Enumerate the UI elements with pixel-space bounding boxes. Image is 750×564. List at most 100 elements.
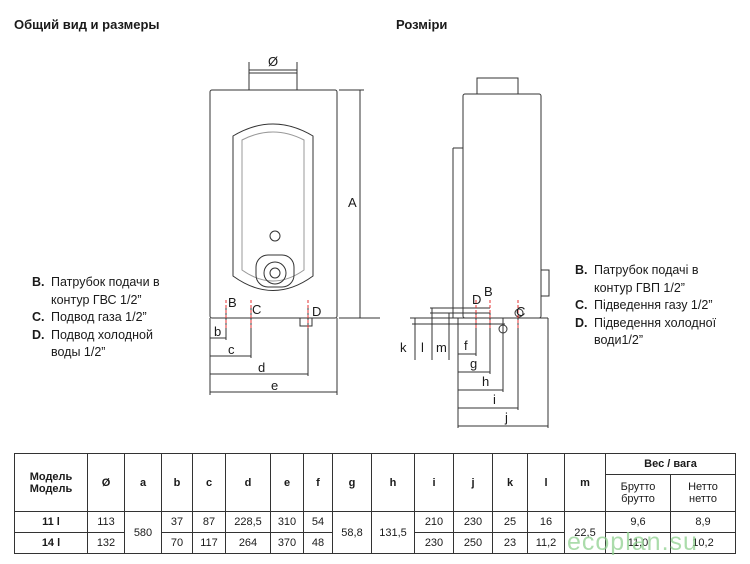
cell: 37 xyxy=(161,511,193,533)
legend-key: B. xyxy=(575,263,588,277)
cell: 113 xyxy=(87,511,125,533)
watermark: ecoplan.su xyxy=(567,528,698,556)
legend-key: B. xyxy=(32,275,45,289)
col-header: e xyxy=(270,453,304,512)
pipe-b-side-label: B xyxy=(484,284,493,299)
page-title: Общий вид и размеры xyxy=(14,17,160,32)
technical-drawing: Ø A B C D b c d e D B C k l m f g h i j xyxy=(209,54,550,428)
col-header: b xyxy=(161,453,193,512)
col-header: j xyxy=(453,453,493,512)
cell: 48 xyxy=(303,532,333,554)
model-cell: 14 l xyxy=(14,532,88,554)
dimension-l-label: l xyxy=(421,340,424,355)
cell: 58,8 xyxy=(332,511,372,554)
legend-text: Подвод газа 1/2” xyxy=(51,310,147,324)
cell: 580 xyxy=(124,511,162,554)
cell: 228,5 xyxy=(225,511,271,533)
legend-item: B. Патрубок подачі в контур ГВП 1/2” xyxy=(575,262,735,297)
cell: 117 xyxy=(192,532,226,554)
height-dimension xyxy=(339,89,380,319)
legend-ua: B. Патрубок подачі в контур ГВП 1/2” C. Пі… xyxy=(575,262,735,350)
legend-key: C. xyxy=(32,310,45,324)
col-header: k xyxy=(492,453,528,512)
legend-text: Патрубок подачи в контур ГВС 1/2” xyxy=(51,275,160,307)
table-row: 11 l 113 580 37 87 228,5 310 54 58,8 131… xyxy=(14,511,736,554)
cell: 132 xyxy=(87,532,125,554)
page-title-ua: Розміри xyxy=(396,17,448,32)
cell: 131,5 xyxy=(371,511,415,554)
side-dimensions xyxy=(414,308,549,428)
model-cell: 11 l xyxy=(14,511,88,533)
side-view xyxy=(410,77,550,334)
legend-item: C. Підведення газу 1/2” xyxy=(575,297,735,315)
dimension-g-label: g xyxy=(470,356,477,371)
dimension-j-label: j xyxy=(504,410,508,425)
dimension-d-label: d xyxy=(258,360,265,375)
legend-text: Патрубок подачі в контур ГВП 1/2” xyxy=(594,263,699,295)
cell: 16 xyxy=(527,511,565,533)
legend-item: D. Підведення холодної води1/2” xyxy=(575,315,735,350)
cell: 25 xyxy=(492,511,528,533)
cell: 230 xyxy=(414,532,454,554)
col-header: g xyxy=(332,453,372,512)
pipe-d-label: D xyxy=(312,304,321,319)
col-header: a xyxy=(124,453,162,512)
cell: 54 xyxy=(303,511,333,533)
col-header: h xyxy=(371,453,415,512)
dimension-a-label: A xyxy=(348,195,357,210)
col-header: f xyxy=(303,453,333,512)
cell: 9,6 xyxy=(605,511,671,533)
dimension-k-label: k xyxy=(400,340,407,355)
pipe-d-side-label: D xyxy=(472,292,481,307)
legend-text: Підведення газу 1/2” xyxy=(594,298,713,312)
col-header: d xyxy=(225,453,271,512)
diameter-dimension xyxy=(248,62,298,74)
col-header: l xyxy=(527,453,565,512)
cell: 210 xyxy=(414,511,454,533)
dimension-b-label: b xyxy=(214,324,221,339)
pipe-b-label: B xyxy=(228,295,237,310)
cell: 250 xyxy=(453,532,493,554)
dimension-h-label: h xyxy=(482,374,489,389)
dimension-i-label: i xyxy=(493,392,496,407)
col-header: Ø xyxy=(87,453,125,512)
cell: 230 xyxy=(453,511,493,533)
cell: 370 xyxy=(270,532,304,554)
cell: 87 xyxy=(192,511,226,533)
legend-item: B. Патрубок подачи в контур ГВС 1/2” xyxy=(32,274,182,309)
legend-key: D. xyxy=(575,315,588,330)
cell: 264 xyxy=(225,532,271,554)
col-header: c xyxy=(192,453,226,512)
legend-item: D. Подвод холодной воды 1/2” xyxy=(32,327,182,362)
legend-text: Подвод холодной воды 1/2” xyxy=(51,327,153,360)
dimension-e-label: e xyxy=(271,378,278,393)
legend-item: C. Подвод газа 1/2” xyxy=(32,309,182,327)
cell: 310 xyxy=(270,511,304,533)
col-header: i xyxy=(414,453,454,512)
cell: 11,2 xyxy=(527,532,565,554)
dimension-m-label: m xyxy=(436,340,447,355)
pipe-c-side-label: C xyxy=(516,304,525,319)
legend-text: Підведення холодної води1/2” xyxy=(594,315,717,348)
col-header: m xyxy=(564,453,606,512)
cell: 11,0 xyxy=(605,532,671,554)
weight-header: Вес / вага xyxy=(605,453,736,475)
cell: 23 xyxy=(492,532,528,554)
dimension-c-label: c xyxy=(228,342,235,357)
front-view xyxy=(209,69,338,327)
diameter-label: Ø xyxy=(268,54,278,69)
cell: 22,5 xyxy=(564,511,606,554)
cell: 10,2 xyxy=(670,532,736,554)
cell: 70 xyxy=(161,532,193,554)
legend-key: C. xyxy=(575,298,588,312)
front-bottom-dimensions xyxy=(209,308,338,395)
dimension-f-label: f xyxy=(464,338,468,353)
legend-key: D. xyxy=(32,327,45,342)
pipe-c-label: C xyxy=(252,302,261,317)
table-row: 14 l 132 70 117 264 370 48 230 250 23 11… xyxy=(14,532,736,554)
legend-ru: B. Патрубок подачи в контур ГВС 1/2” C. По… xyxy=(32,274,182,362)
